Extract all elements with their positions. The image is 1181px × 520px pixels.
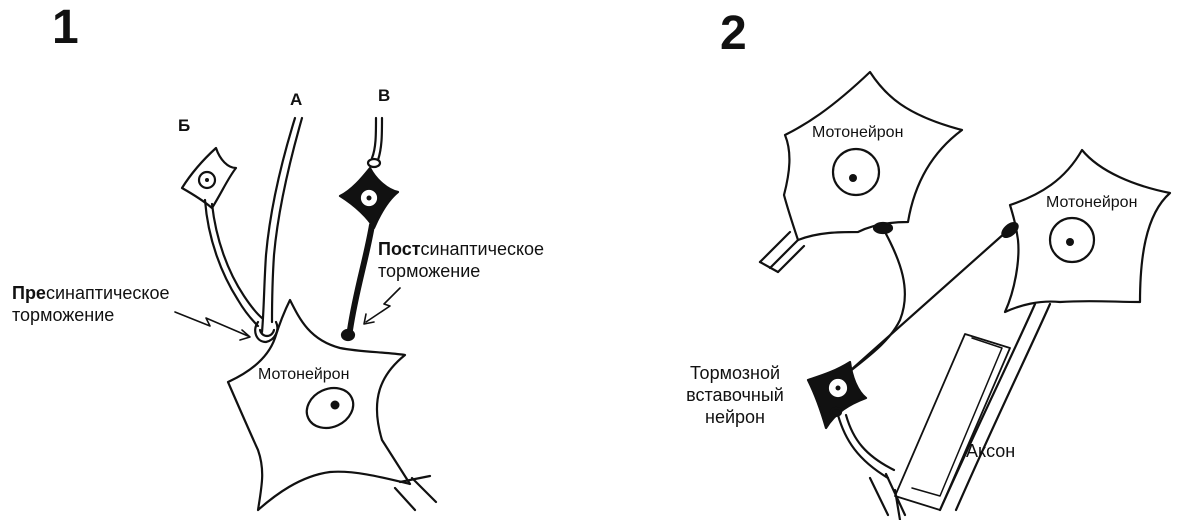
postsynaptic-inhibition-label: Постсинаптическое торможение [378, 238, 544, 282]
panel2-motoneuron-left-label: Мотонейрон [812, 124, 903, 142]
axon-label: Аксон [966, 440, 1015, 462]
presynaptic-inhibition-label: Пресинаптическое торможение [12, 282, 170, 326]
postsynaptic-arrow [366, 288, 400, 322]
label-b: Б [178, 116, 190, 136]
panel2-number: 2 [720, 6, 747, 61]
label-v: В [378, 86, 390, 106]
presynaptic-arrow [175, 312, 248, 336]
inhibitory-interneuron-label: Тормозной вставочный нейрон [670, 362, 800, 428]
panel1-motoneuron-nucleus [300, 381, 360, 436]
panel1-neuron-b-body [182, 148, 236, 208]
label-a: А [290, 90, 302, 110]
panel2-motoneuron-left-nucleus [833, 149, 879, 195]
panel2-motoneuron-right-label: Мотонейрон [1046, 194, 1137, 212]
panel1-number: 1 [52, 0, 79, 55]
panel2-motoneuron-right-body [1005, 150, 1170, 312]
panel1-motoneuron-label: Мотонейрон [258, 366, 349, 384]
